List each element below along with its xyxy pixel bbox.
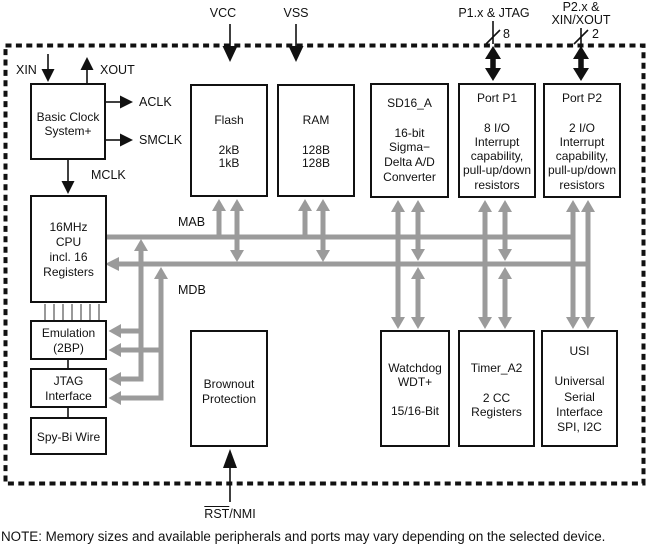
chip-boundary [3, 43, 646, 486]
block-label: Flash [214, 113, 244, 127]
block-label: Registers [43, 265, 94, 279]
nmi-part: /NMI [229, 507, 256, 521]
mclk-arrowhead [61, 181, 75, 194]
block-label: Converter [383, 170, 436, 184]
block-label: 8 I/O [483, 121, 510, 135]
block-label: 1kB [218, 156, 240, 170]
block-label: WDT+ [397, 375, 433, 389]
block-usi: USI Universal Serial Interface SPI, I2C [541, 330, 618, 447]
block-label: resistors [559, 178, 605, 192]
xin-arrowhead [41, 69, 55, 82]
vss-pin-label: VSS [283, 6, 309, 20]
block-label: 15/16-Bit [390, 404, 440, 418]
p2-pin-label-line2: XIN/XOUT [551, 13, 611, 27]
block-label: 2 CC [482, 391, 511, 405]
smclk-signal-label: SMCLK [139, 133, 183, 147]
block-label: Emulation [41, 326, 96, 340]
rst-overlined: RST [204, 507, 230, 521]
rst-arrowhead [223, 449, 237, 468]
smclk-arrowhead [120, 133, 133, 147]
mdb-bus-label: MDB [178, 283, 206, 297]
mclk-signal-label: MCLK [91, 168, 126, 182]
xout-arrowhead [80, 57, 94, 70]
aclk-signal-label: ACLK [139, 95, 172, 109]
block-label: Serial [564, 390, 595, 404]
block-watchdog: Watchdog WDT+ 15/16-Bit [380, 330, 450, 447]
block-label: pull-up/down [547, 163, 617, 177]
block-label: Interrupt [474, 135, 520, 149]
mab-bus-label: MAB [178, 215, 206, 229]
bus-wires [105, 199, 595, 405]
block-label: Basic Clock [36, 110, 100, 124]
block-label: Sigma− [388, 140, 431, 154]
block-label: USI [569, 344, 590, 358]
block-label: Brownout [203, 377, 255, 391]
block-label: (2BP) [53, 341, 84, 355]
p2-bus-width-label: 2 [592, 27, 599, 41]
block-ram: RAM 128B 128B [277, 84, 355, 197]
block-label: 16MHz [49, 220, 88, 234]
block-label: Protection [201, 392, 257, 406]
signal-wires [41, 24, 304, 502]
aclk-arrowhead [120, 95, 133, 109]
block-label: Spy-Bi Wire [36, 430, 101, 444]
block-label: Delta A/D [384, 155, 435, 169]
vcc-arrowhead [222, 46, 238, 62]
p1-jtag-pin-label: P1.x & JTAG [458, 6, 530, 20]
cpu-emulation-ribbon [44, 304, 100, 320]
block-label: Registers [471, 405, 522, 419]
xin-signal-label: XIN [16, 63, 37, 77]
block-label: 2 I/O [568, 121, 595, 135]
p1-bus-width-label: 8 [503, 27, 510, 41]
block-label: pull-up/down [462, 163, 532, 177]
block-jtag-interface: JTAG Interface [30, 368, 107, 408]
block-basic-clock: Basic Clock System+ [30, 83, 106, 160]
p2-bus-slash [573, 29, 589, 45]
block-label: Interrupt [559, 135, 605, 149]
port-pin-arrows [485, 21, 589, 81]
block-label: Interface [45, 389, 92, 403]
block-label: Interface [556, 405, 603, 419]
rst-nmi-pin-label: RST/NMI [178, 507, 282, 521]
block-label: incl. 16 [49, 250, 88, 264]
block-sd16: SD16_A 16-bit Sigma− Delta A/D Converter [370, 83, 449, 198]
block-label: capability, [470, 149, 524, 163]
block-label: JTAG [53, 374, 84, 388]
block-label: Port P1 [476, 91, 518, 105]
p2-pin-label-line1: P2.x & [562, 0, 600, 14]
block-label: 128B [301, 143, 331, 157]
block-port-p1: Port P1 8 I/O Interrupt capability, pull… [458, 83, 536, 198]
block-label: 16-bit [394, 126, 425, 140]
block-label: Port P2 [561, 91, 603, 105]
block-emulation: Emulation (2BP) [30, 320, 107, 360]
block-label: CPU [55, 235, 82, 249]
footnote: NOTE: Memory sizes and available periphe… [1, 529, 606, 544]
vcc-pin-label: VCC [209, 6, 237, 20]
block-brownout: Brownout Protection [190, 330, 268, 447]
block-label: 128B [301, 156, 331, 170]
block-label: Watchdog [388, 361, 442, 375]
block-cpu: 16MHz CPU incl. 16 Registers [30, 195, 107, 303]
block-label: SPI, I2C [557, 420, 602, 434]
block-label: SD16_A [387, 96, 432, 110]
block-label: resistors [474, 178, 520, 192]
block-label: Timer_A2 [470, 361, 523, 375]
mdb-to-cpu-arrowhead [105, 257, 119, 271]
block-port-p2: Port P2 2 I/O Interrupt capability, pull… [543, 83, 621, 198]
block-label: System+ [44, 124, 92, 138]
block-label: 2kB [218, 143, 240, 157]
block-label: Universal [554, 374, 605, 388]
block-label: RAM [302, 113, 330, 127]
block-timer-a2: Timer_A2 2 CC Registers [458, 330, 535, 447]
vss-arrowhead [288, 46, 304, 62]
block-spy-bi-wire: Spy-Bi Wire [30, 417, 107, 455]
p1-bus-slash [485, 29, 501, 45]
block-flash: Flash 2kB 1kB [190, 84, 268, 197]
block-label: capability, [555, 149, 609, 163]
xout-signal-label: XOUT [100, 63, 135, 77]
emulation-jtag-wires [108, 239, 168, 405]
